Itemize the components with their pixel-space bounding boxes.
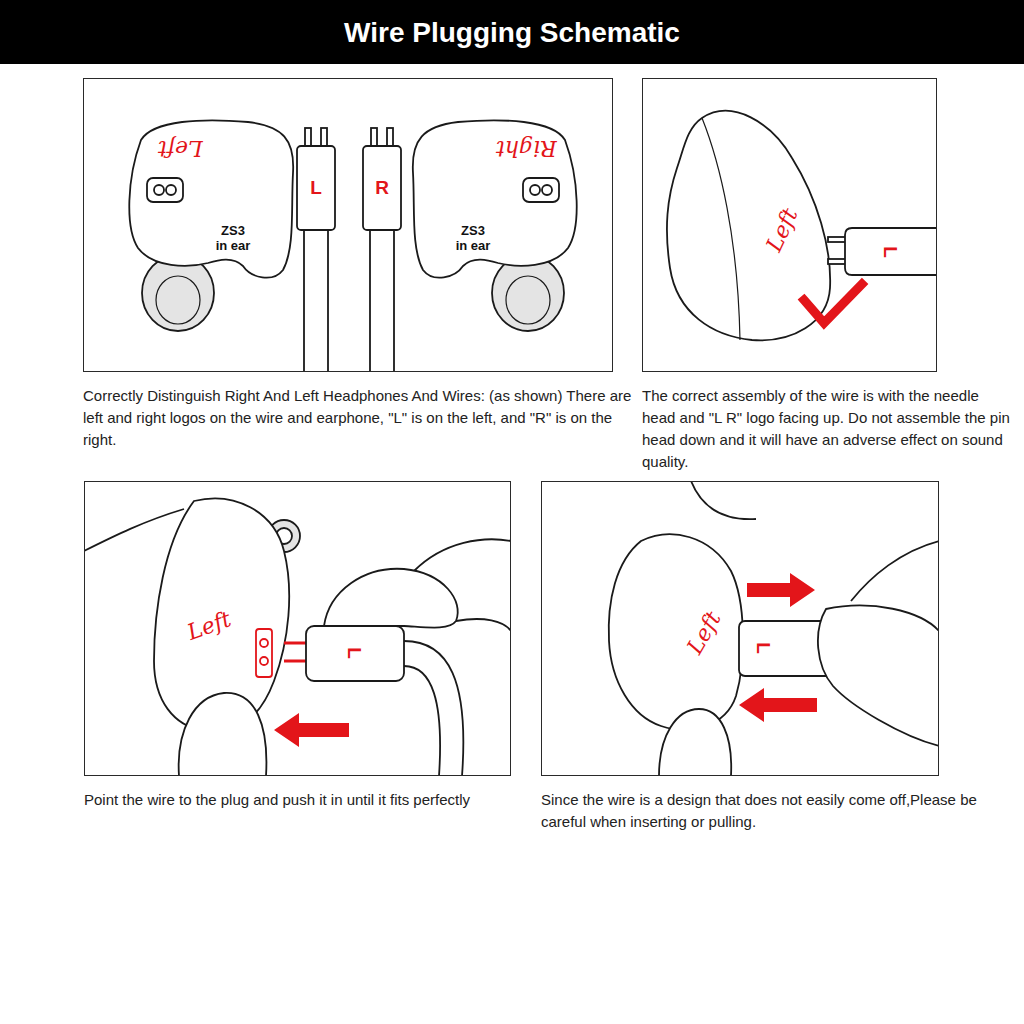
push-arrow <box>274 713 349 747</box>
fingers <box>179 539 511 776</box>
pull-arrow <box>747 573 815 607</box>
fingers <box>659 541 939 776</box>
model-label: ZS3 in ear <box>215 223 252 253</box>
figure-panel: Point the wire to the plug and push it i… <box>84 481 511 776</box>
right-earphone <box>413 120 577 331</box>
left-wire-plug <box>297 128 335 372</box>
earphone <box>609 534 743 730</box>
figure-panel: Correctly Distinguish Right And Left Hea… <box>83 78 613 372</box>
side-mark: L <box>880 246 900 258</box>
insert-plug <box>84 481 511 776</box>
panel-caption: Correctly Distinguish Right And Left Hea… <box>83 385 635 451</box>
title-text: Wire Plugging Schematic <box>0 0 1024 64</box>
side-logo: Left <box>158 135 203 161</box>
wire-plug <box>828 228 937 275</box>
right-wire-plug <box>363 128 401 372</box>
side-mark: R <box>375 178 389 198</box>
panel-caption: Point the wire to the plug and push it i… <box>84 789 604 811</box>
panel-caption: Since the wire is a design that does not… <box>541 789 981 833</box>
socket <box>256 629 272 677</box>
careful-handling <box>541 481 939 776</box>
ear-outline <box>84 509 184 551</box>
left-earphone <box>129 120 293 331</box>
figure-panel: Since the wire is a design that does not… <box>541 481 939 776</box>
side-mark: L <box>344 647 364 659</box>
side-logo: Right <box>496 135 557 161</box>
earphones-and-wires <box>83 78 613 372</box>
check-mark <box>804 284 862 323</box>
push-arrow <box>739 688 817 722</box>
side-mark: L <box>310 178 322 198</box>
panel-caption: The correct assembly of the wire is with… <box>642 385 1014 473</box>
model-label: ZS3 in ear <box>455 223 492 253</box>
wire-plug <box>284 626 463 776</box>
ear-outline <box>691 481 756 519</box>
side-mark: L <box>753 642 773 654</box>
